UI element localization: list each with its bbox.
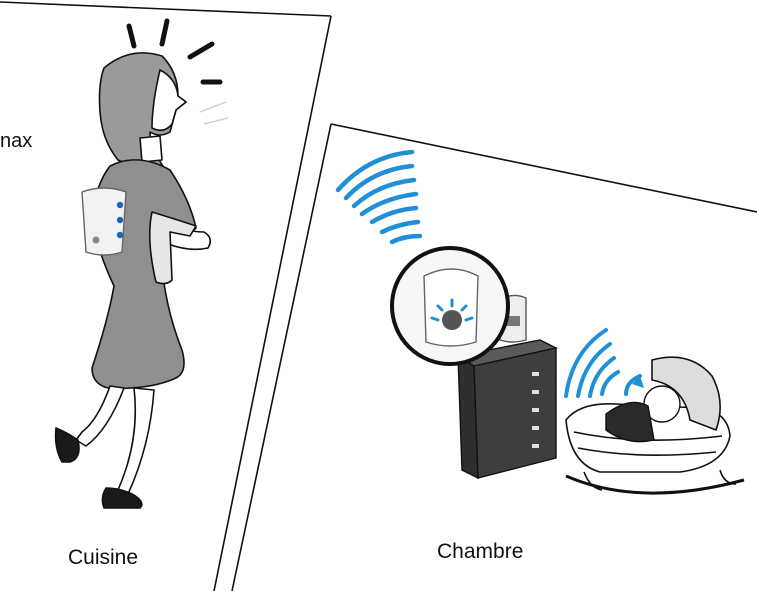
kitchen-caption: Cuisine bbox=[68, 546, 138, 570]
magnifier-icon bbox=[392, 248, 508, 364]
woman-icon bbox=[56, 53, 211, 508]
wireless-waves-icon bbox=[338, 152, 420, 242]
crib-waves-icon bbox=[566, 330, 640, 396]
crib-icon bbox=[566, 357, 744, 493]
cut-off-caption: nax bbox=[0, 130, 32, 153]
bedroom-caption: Chambre bbox=[437, 540, 523, 564]
face-lines-icon bbox=[200, 102, 228, 124]
pager-icon bbox=[82, 188, 126, 255]
